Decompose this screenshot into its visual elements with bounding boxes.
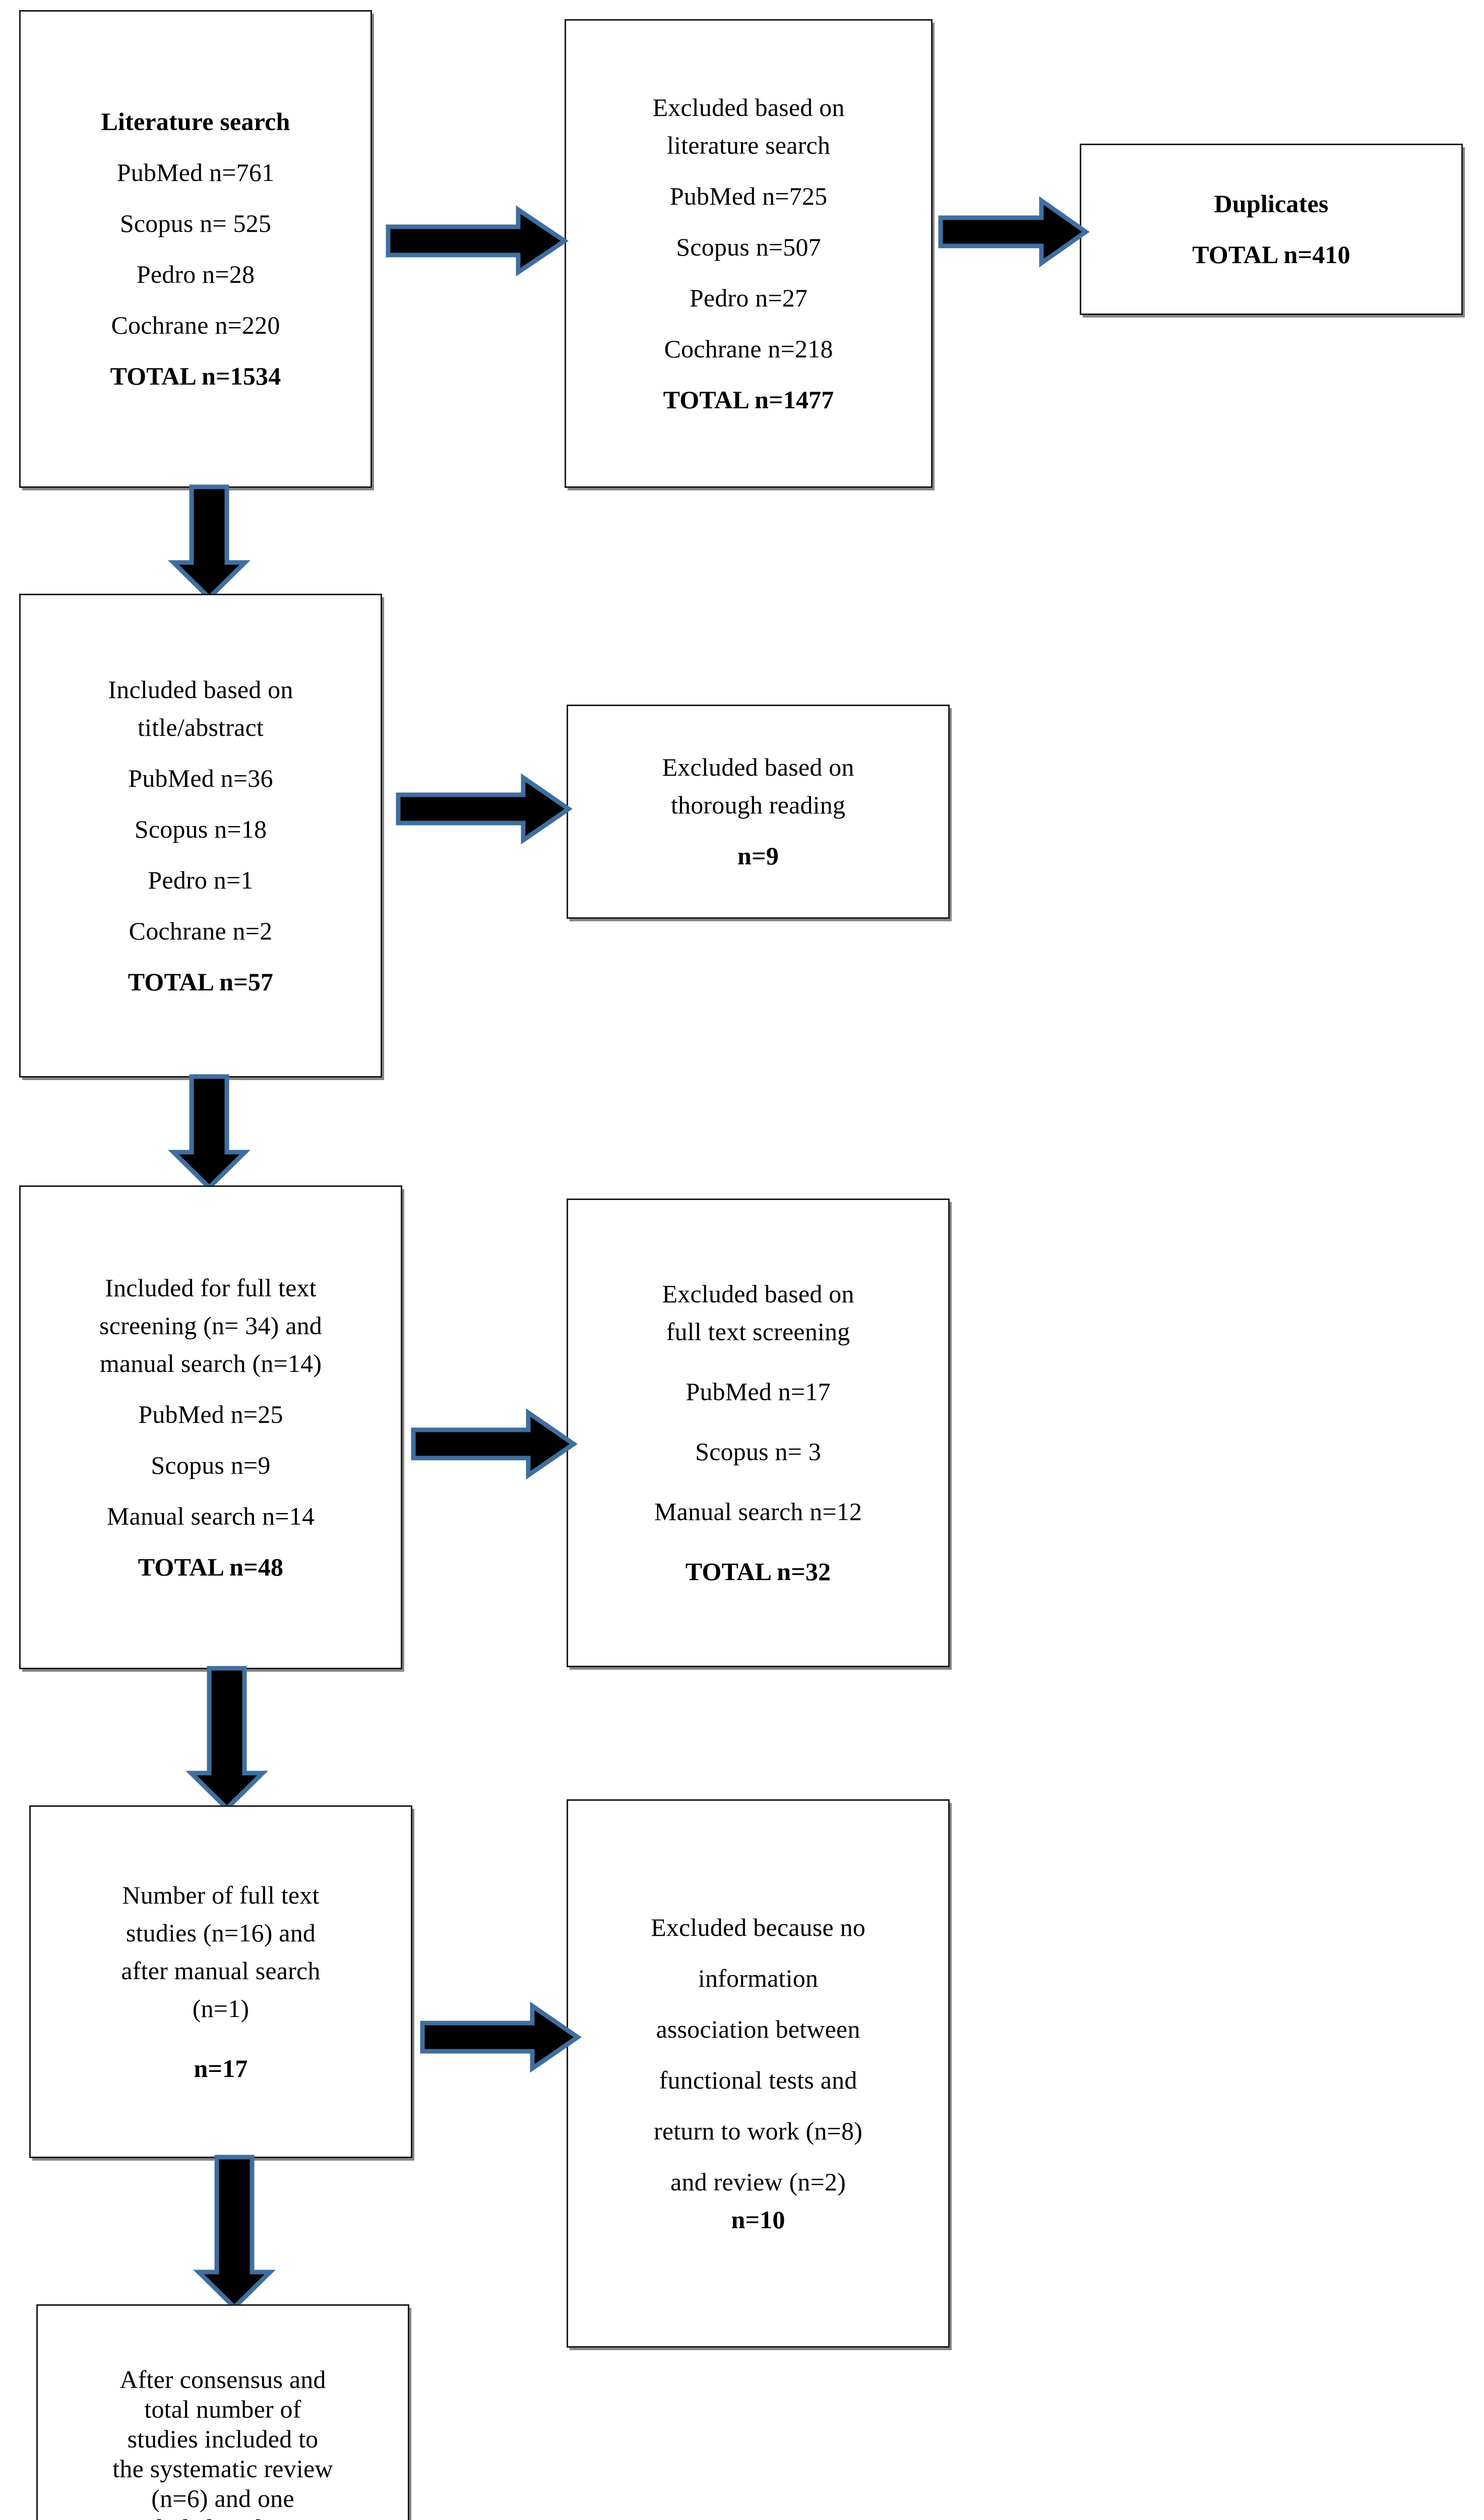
box-line: Literature search — [101, 107, 290, 136]
box-line: Scopus n=9 — [151, 1451, 271, 1479]
box-line: After consensus and — [119, 2365, 326, 2393]
box-number-full-text-studies: Number of full text studies (n=16) and a… — [29, 1805, 412, 2158]
box-line: thorough reading — [670, 791, 846, 819]
box-line: TOTAL n=1477 — [663, 385, 834, 414]
box-line: after manual search — [121, 1956, 321, 1985]
box-line: (n=6) and one — [151, 2484, 294, 2512]
box-line: n=10 — [731, 2205, 785, 2234]
box-line: full text screening — [666, 1317, 850, 1346]
arrow-literature-to-included-title — [168, 484, 251, 601]
box-duplicates: Duplicates TOTAL n=410 — [1080, 144, 1463, 315]
box-line: Pedro n=27 — [689, 283, 808, 312]
box-line: Included for full text — [105, 1273, 317, 1302]
box-line: Excluded because no — [651, 1913, 865, 1941]
box-line: Manual search n=12 — [654, 1497, 862, 1526]
box-line: functional tests and — [659, 2065, 857, 2094]
box-line: Included based on — [108, 675, 293, 704]
arrow-number-studies-to-excluded-noinfo — [420, 2001, 582, 2073]
box-line: return to work (n=8) — [653, 2116, 863, 2145]
box-line: Manual search n=14 — [106, 1501, 315, 1530]
box-line: screening (n= 34) and — [99, 1311, 322, 1340]
box-line: Cochrane n=218 — [664, 334, 833, 363]
box-line: total number of — [144, 2395, 301, 2423]
box-included-title-abstract: Included based on title/abstract PubMed … — [19, 594, 382, 1078]
box-line: n=9 — [737, 842, 779, 870]
arrow-number-studies-to-after-consensus — [193, 2155, 276, 2311]
arrow-included-title-to-excluded-thorough — [396, 773, 573, 845]
box-line: TOTAL n=48 — [138, 1552, 284, 1581]
box-excluded-no-information: Excluded because no information associat… — [567, 1799, 950, 2348]
box-excluded-full-text: Excluded based on full text screening Pu… — [567, 1199, 950, 1667]
box-line: Excluded based on — [662, 1280, 854, 1308]
box-line: PubMed n=36 — [128, 764, 273, 792]
box-line: PubMed n=761 — [116, 158, 275, 186]
box-line: and review (n=2) — [670, 2167, 846, 2196]
box-line: Number of full text — [122, 1880, 320, 1909]
box-line: Cochrane n=2 — [129, 916, 273, 945]
box-excluded-literature-search: Excluded based on literature search PubM… — [565, 19, 933, 488]
box-line: literature search — [666, 131, 831, 159]
box-line: association between — [656, 2014, 860, 2043]
box-line: PubMed n=17 — [686, 1377, 831, 1406]
box-line: PubMed n=25 — [138, 1400, 283, 1428]
box-line: (n=1) — [192, 1994, 250, 2023]
box-line: Scopus n= 3 — [695, 1437, 821, 1466]
box-after-consensus: After consensus and total number of stud… — [36, 2304, 409, 2520]
box-line: Excluded based on — [652, 93, 845, 121]
box-line: Scopus n=18 — [134, 814, 267, 843]
arrow-literature-to-excluded — [386, 205, 569, 277]
box-line: included study was — [47, 2513, 399, 2520]
box-included-full-text: Included for full text screening (n= 34)… — [19, 1185, 402, 1669]
box-line: TOTAL n=1534 — [110, 362, 281, 390]
box-line: the systematic review — [112, 2454, 333, 2483]
box-line: title/abstract — [138, 713, 264, 741]
box-line: Excluded based on — [662, 753, 854, 781]
arrow-included-fulltext-to-excluded-fulltext — [411, 1408, 578, 1480]
box-line: Scopus n= 525 — [119, 209, 272, 237]
box-line: n=17 — [194, 2054, 248, 2083]
box-excluded-thorough-reading: Excluded based on thorough reading n=9 — [567, 705, 950, 919]
box-line: Duplicates — [1214, 190, 1329, 218]
box-line: TOTAL n=57 — [128, 967, 274, 996]
box-line: TOTAL n=32 — [685, 1557, 831, 1586]
box-literature-search: Literature search PubMed n=761 Scopus n=… — [19, 10, 372, 488]
box-line: studies included to — [127, 2424, 319, 2453]
box-line: information — [698, 1964, 819, 1992]
box-line: manual search (n=14) — [99, 1349, 322, 1377]
box-line: Pedro n=1 — [148, 865, 254, 894]
box-line: TOTAL n=410 — [1192, 240, 1350, 269]
arrow-included-fulltext-to-number-studies — [186, 1666, 268, 1812]
box-line: Scopus n=507 — [676, 232, 821, 261]
box-line: Pedro n=28 — [136, 260, 255, 288]
arrow-included-title-to-included-fulltext — [168, 1074, 251, 1191]
box-line: studies (n=16) and — [126, 1918, 316, 1947]
box-line: PubMed n=725 — [669, 181, 828, 210]
box-line: Cochrane n=220 — [111, 311, 280, 339]
arrow-excluded-to-duplicates — [938, 196, 1090, 268]
